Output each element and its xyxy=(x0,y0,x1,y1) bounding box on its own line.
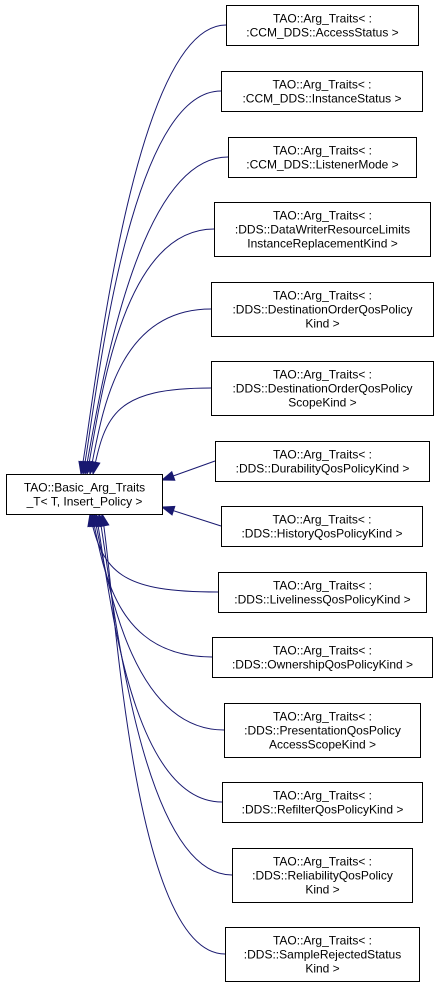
derived-class-node-destinationorderkind-box xyxy=(211,282,434,337)
inheritance-edge xyxy=(101,513,226,955)
inheritance-edge xyxy=(82,90,222,475)
derived-class-node-reliability[interactable]: TAO::Arg_Traits< ::DDS::ReliabilityQosPo… xyxy=(232,848,413,903)
inheritance-arrowhead xyxy=(160,505,176,516)
inheritance-edge xyxy=(89,513,219,593)
derived-class-node-destinationorderscopekind-label-line: ScopeKind > xyxy=(288,396,356,410)
derived-class-node-destinationorderscopekind-label-line: :DDS::DestinationOrderQosPolicy xyxy=(232,382,412,396)
derived-class-node-refilter-box xyxy=(222,782,423,823)
derived-class-node-listenermode[interactable]: TAO::Arg_Traits< ::CCM_DDS::ListenerMode… xyxy=(228,137,417,178)
derived-class-node-destinationorderscopekind[interactable]: TAO::Arg_Traits< ::DDS::DestinationOrder… xyxy=(211,361,434,416)
derived-class-node-ownership-box xyxy=(212,637,433,678)
derived-class-node-reliability-box xyxy=(232,848,413,903)
derived-class-node-samplerejected-label-line: TAO::Arg_Traits< : xyxy=(273,934,372,948)
derived-class-node-presentation-box xyxy=(224,703,421,758)
derived-class-node-destinationorderkind[interactable]: TAO::Arg_Traits< ::DDS::DestinationOrder… xyxy=(211,282,434,337)
derived-class-node-datawriterresourcelimits[interactable]: TAO::Arg_Traits< ::DDS::DataWriterResour… xyxy=(214,202,431,257)
inheritance-arrowhead xyxy=(90,460,101,476)
derived-class-node-ownership[interactable]: TAO::Arg_Traits< ::DDS::OwnershipQosPoli… xyxy=(212,637,433,678)
derived-class-node-presentation-label-line: AccessScopeKind > xyxy=(269,738,376,752)
inheritance-edge xyxy=(84,156,229,475)
derived-class-node-destinationorderkind-label-line: Kind > xyxy=(305,317,339,331)
derived-class-node-liveliness-label-line: TAO::Arg_Traits< : xyxy=(273,579,372,593)
derived-class-node-refilter[interactable]: TAO::Arg_Traits< ::DDS::RefilterQosPolic… xyxy=(222,782,423,823)
derived-class-node-listenermode-box xyxy=(228,137,417,178)
derived-class-node-accessstatus[interactable]: TAO::Arg_Traits< ::CCM_DDS::AccessStatus… xyxy=(226,5,419,46)
inheritance-edge xyxy=(93,513,225,731)
derived-class-node-presentation-label-line: TAO::Arg_Traits< : xyxy=(273,710,372,724)
derived-class-node-liveliness-box xyxy=(218,572,427,613)
inheritance-edge xyxy=(91,513,213,658)
derived-class-node-liveliness[interactable]: TAO::Arg_Traits< ::DDS::LivelinessQosPol… xyxy=(218,572,427,613)
derived-class-node-samplerejected[interactable]: TAO::Arg_Traits< ::DDS::SampleRejectedSt… xyxy=(225,927,420,982)
derived-class-node-presentation[interactable]: TAO::Arg_Traits< ::DDS::PresentationQosP… xyxy=(224,703,421,758)
inheritance-edge xyxy=(95,513,223,803)
derived-class-node-refilter-label-line: TAO::Arg_Traits< : xyxy=(273,789,372,803)
derived-class-node-samplerejected-label-line: Kind > xyxy=(305,962,339,976)
derived-class-node-durability[interactable]: TAO::Arg_Traits< ::DDS::DurabilityQosPol… xyxy=(215,441,430,482)
derived-class-node-ownership-label-line: TAO::Arg_Traits< : xyxy=(273,644,372,658)
derived-class-node-datawriterresourcelimits-label-line: :DDS::DataWriterResourceLimits xyxy=(235,223,410,237)
base-class-node-label-line: _T< T, Insert_Policy > xyxy=(26,495,143,509)
derived-class-node-samplerejected-box xyxy=(225,927,420,982)
inheritance-arrowhead xyxy=(160,470,176,481)
derived-class-node-listenermode-label-line: TAO::Arg_Traits< : xyxy=(273,144,372,158)
derived-class-node-accessstatus-label-line: :CCM_DDS::AccessStatus > xyxy=(246,26,398,40)
derived-class-node-datawriterresourcelimits-label-line: TAO::Arg_Traits< : xyxy=(273,209,372,223)
inheritance-edges xyxy=(78,24,233,955)
class-nodes: TAO::Basic_Arg_Traits_T< T, Insert_Polic… xyxy=(6,5,434,982)
derived-class-node-destinationorderscopekind-box xyxy=(211,361,434,416)
derived-class-node-history-box xyxy=(221,506,423,547)
derived-class-node-destinationorderkind-label-line: TAO::Arg_Traits< : xyxy=(273,289,372,303)
derived-class-node-ownership-label-line: :DDS::OwnershipQosPolicyKind > xyxy=(232,658,413,672)
inheritance-arrowhead xyxy=(99,512,110,528)
inheritance-edge xyxy=(86,228,215,475)
derived-class-node-presentation-label-line: :DDS::PresentationQosPolicy xyxy=(244,724,401,738)
inheritance-edge xyxy=(89,308,212,475)
base-class-node[interactable]: TAO::Basic_Arg_Traits_T< T, Insert_Polic… xyxy=(6,474,163,515)
derived-class-node-liveliness-label-line: :DDS::LivelinessQosPolicyKind > xyxy=(234,593,410,607)
derived-class-node-instancestatus[interactable]: TAO::Arg_Traits< ::CCM_DDS::InstanceStat… xyxy=(221,71,423,112)
derived-class-node-durability-label-line: :DDS::DurabilityQosPolicyKind > xyxy=(236,462,410,476)
derived-class-node-instancestatus-label-line: :CCM_DDS::InstanceStatus > xyxy=(242,92,401,106)
base-class-node-label-line: TAO::Basic_Arg_Traits xyxy=(24,481,145,495)
derived-class-node-reliability-label-line: TAO::Arg_Traits< : xyxy=(273,855,372,869)
derived-class-node-instancestatus-box xyxy=(221,71,423,112)
derived-class-node-refilter-label-line: :DDS::RefilterQosPolicyKind > xyxy=(242,803,404,817)
derived-class-node-durability-box xyxy=(215,441,430,482)
derived-class-node-history[interactable]: TAO::Arg_Traits< ::DDS::HistoryQosPolicy… xyxy=(221,506,423,547)
derived-class-node-destinationorderscopekind-label-line: TAO::Arg_Traits< : xyxy=(273,368,372,382)
derived-class-node-accessstatus-box xyxy=(226,5,419,46)
derived-class-node-datawriterresourcelimits-box xyxy=(214,202,431,257)
derived-class-node-durability-label-line: TAO::Arg_Traits< : xyxy=(273,448,372,462)
derived-class-node-reliability-label-line: :DDS::ReliabilityQosPolicy xyxy=(252,869,393,883)
derived-class-node-samplerejected-label-line: :DDS::SampleRejectedStatus xyxy=(244,948,401,962)
derived-class-node-destinationorderkind-label-line: :DDS::DestinationOrderQosPolicy xyxy=(232,303,412,317)
derived-class-node-instancestatus-label-line: TAO::Arg_Traits< : xyxy=(272,78,371,92)
inheritance-edge xyxy=(98,513,233,876)
derived-class-node-reliability-label-line: Kind > xyxy=(305,883,339,897)
derived-class-node-history-label-line: :DDS::HistoryQosPolicyKind > xyxy=(241,527,402,541)
inheritance-edge xyxy=(92,387,212,475)
base-class-node-box xyxy=(6,474,163,515)
derived-class-node-history-label-line: TAO::Arg_Traits< : xyxy=(272,513,371,527)
derived-class-node-datawriterresourcelimits-label-line: InstanceReplacementKind > xyxy=(247,237,397,251)
derived-class-node-accessstatus-label-line: TAO::Arg_Traits< : xyxy=(273,12,372,26)
inheritance-edge xyxy=(80,24,227,475)
derived-class-node-listenermode-label-line: :CCM_DDS::ListenerMode > xyxy=(246,158,398,172)
